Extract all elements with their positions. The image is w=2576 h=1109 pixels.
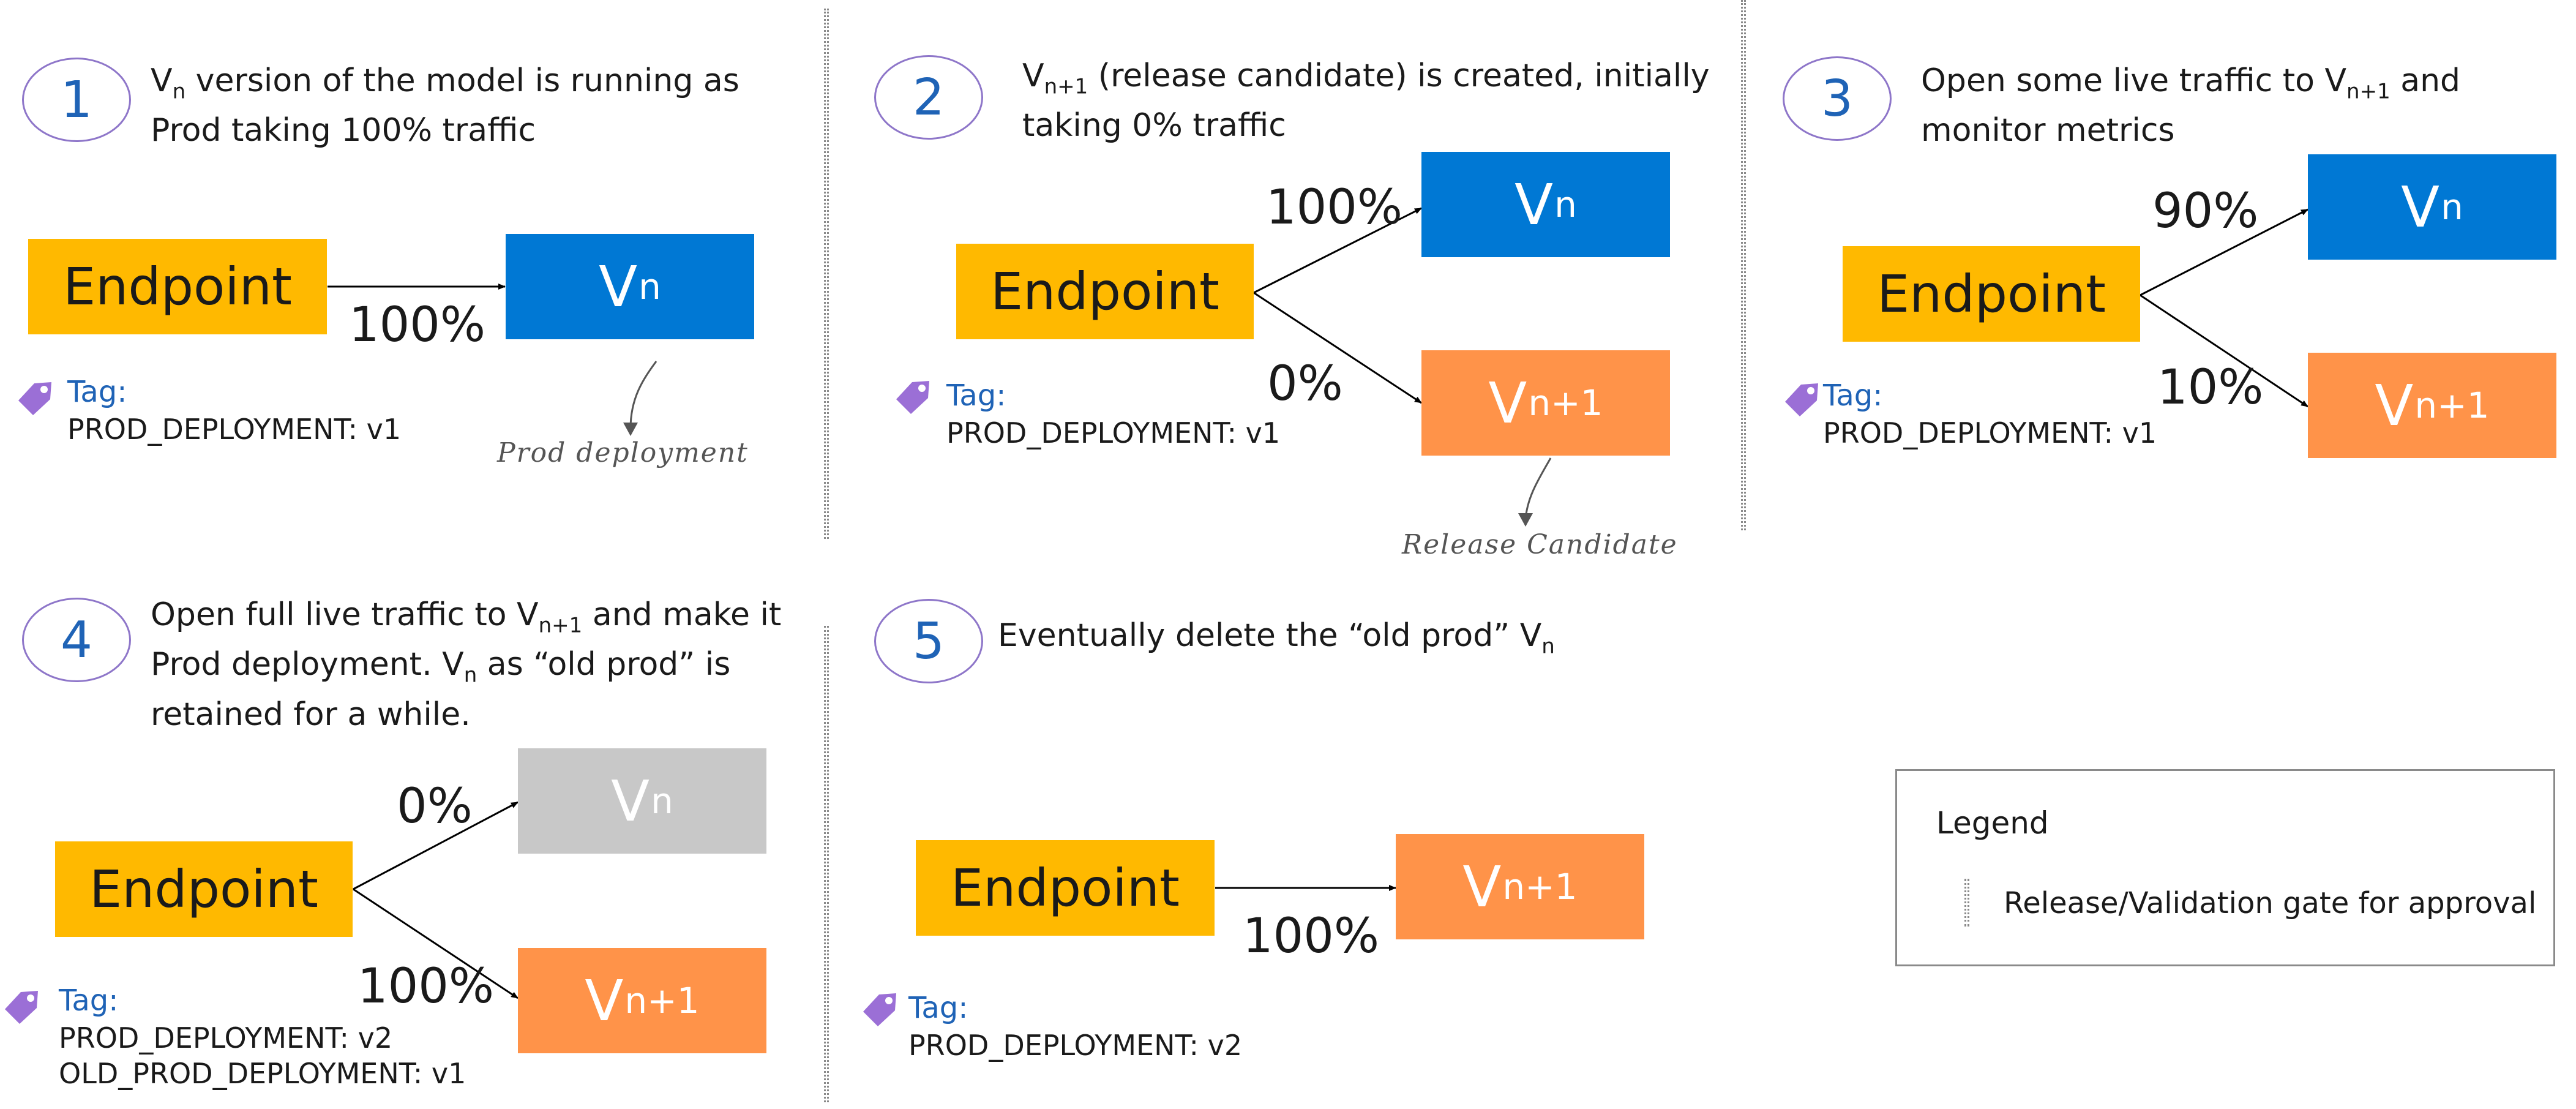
traffic-percentage-vn: 0% [397,779,473,834]
step-description: Open full live traffic to Vn+1 and make … [151,596,782,733]
annotation-pointer-rc-head [1518,513,1533,527]
tag-value: PROD_DEPLOYMENT: v2 [908,1029,1243,1062]
traffic-percentage: 100% [349,298,485,353]
tag-icon [5,991,38,1024]
legend: Legend Release/Validation gate for appro… [1895,769,2555,966]
endpoint-box: Endpoint [956,244,1254,339]
step-number-badge: 5 [874,599,983,683]
endpoint-box: Endpoint [1843,246,2140,342]
annotation-pointer-prod [629,361,657,429]
step-number-badge: 2 [874,55,983,140]
tag-value: PROD_DEPLOYMENT: v2 [59,1021,393,1054]
traffic-percentage-vn1: 10% [2157,360,2264,415]
gate-separator-1-2 [824,9,829,539]
endpoint-box: Endpoint [28,239,327,334]
step-description: Vn version of the model is running as Pr… [151,62,739,149]
gate-separator-4-5 [824,626,829,1102]
endpoint-box: Endpoint [916,840,1215,936]
step-description: Vn+1 (release candidate) is created, ini… [1022,58,1710,145]
dotted-gate-icon [1964,879,1969,927]
traffic-percentage: 100% [1243,909,1379,964]
tag-value: OLD_PROD_DEPLOYMENT: v1 [59,1057,466,1090]
release-candidate-annotation: Release Candidate [1402,529,1678,560]
gate-separator-2-3 [1741,0,1746,530]
annotation-pointer-prod-head [623,423,638,436]
tag-icon [18,382,51,415]
tag-label: Tag: [59,983,119,1018]
traffic-percentage-vn: 100% [1266,180,1402,235]
tag-label: Tag: [1823,378,1883,413]
annotation-pointer-rc [1524,457,1552,520]
tag-value: PROD_DEPLOYMENT: v1 [67,413,402,446]
step-description: Eventually delete the “old prod” Vn [998,617,1555,659]
traffic-percentage-vn: 90% [2152,184,2259,239]
traffic-percentage-vn1: 100% [358,959,494,1014]
tag-icon [863,993,896,1026]
tag-value: PROD_DEPLOYMENT: v1 [1823,416,2157,449]
tag-icon [1785,383,1818,416]
traffic-percentage-vn1: 0% [1267,356,1343,412]
prod-deployment-annotation: Prod deployment [497,437,749,468]
tag-label: Tag: [908,991,968,1025]
legend-item-label: Release/Validation gate for approval [2004,886,2537,920]
step-number-badge: 4 [22,598,131,682]
endpoint-box: Endpoint [55,841,353,937]
tag-label: Tag: [67,375,127,409]
tag-label: Tag: [946,378,1006,413]
step-number-badge: 1 [22,58,131,142]
tag-value: PROD_DEPLOYMENT: v1 [946,416,1281,449]
tag-icon [896,381,929,414]
step-description: Open some live traffic to Vn+1 and monit… [1921,62,2461,149]
legend-title: Legend [1936,805,2049,841]
step-number-badge: 3 [1783,56,1892,141]
